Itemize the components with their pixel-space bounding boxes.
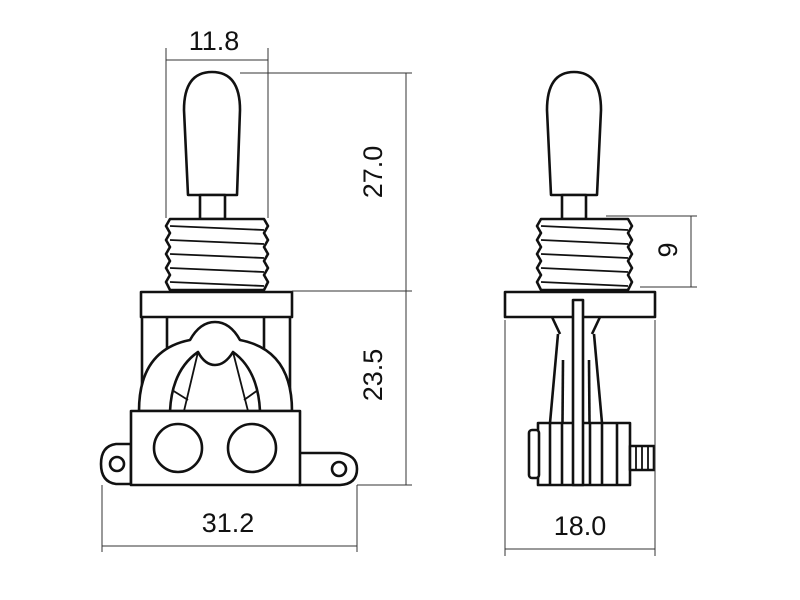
dimension-upper-height: 27.0 xyxy=(358,146,388,199)
dimension-thread-length: 9 xyxy=(653,242,683,257)
side-thread-lines xyxy=(540,225,629,287)
front-inner-contacts xyxy=(171,351,259,412)
front-dimension-lines xyxy=(101,48,412,552)
dimension-overall-width: 31.2 xyxy=(202,508,255,538)
side-view xyxy=(503,70,657,487)
dimension-lever-width: 11.8 xyxy=(189,26,240,56)
side-dimension-lines xyxy=(504,215,697,556)
side-lever-tip xyxy=(545,70,603,197)
front-right-ear xyxy=(297,451,359,487)
front-lever-shaft xyxy=(198,193,227,221)
front-thread-lines xyxy=(169,225,265,287)
front-lever-tip xyxy=(182,70,242,197)
front-left-ear-hole xyxy=(108,455,126,473)
side-center-pin xyxy=(571,298,585,487)
front-terminal-hole-right xyxy=(226,422,278,474)
front-view xyxy=(99,70,359,487)
dimension-overall-depth: 18.0 xyxy=(554,511,607,541)
front-terminal-hole-left xyxy=(152,422,204,474)
front-thread xyxy=(164,217,270,292)
front-mount-plate xyxy=(139,290,294,319)
side-lever-shaft xyxy=(560,193,588,221)
front-right-ear-hole xyxy=(330,460,348,478)
side-screw-threads xyxy=(635,446,649,470)
side-body-slices xyxy=(548,423,619,485)
dimension-lower-height: 23.5 xyxy=(358,349,388,402)
side-thread xyxy=(535,217,634,292)
side-end-cap xyxy=(527,428,541,480)
